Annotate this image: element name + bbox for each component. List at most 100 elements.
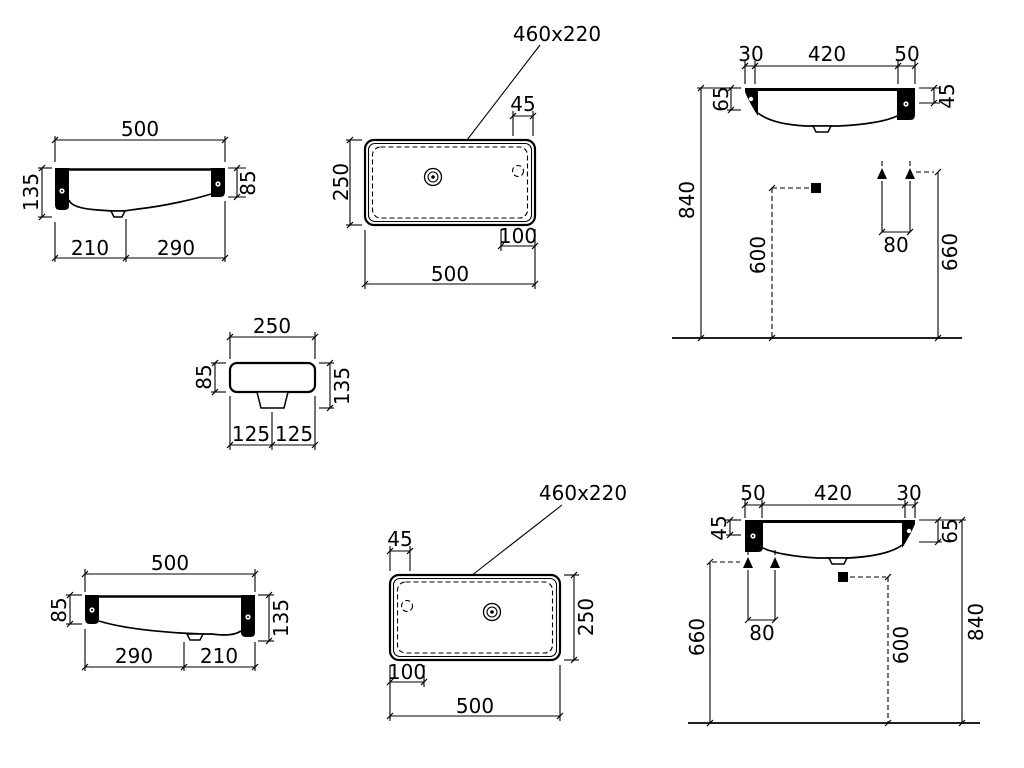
dim-top-segments: 30 420 50 — [738, 42, 920, 84]
dim-left-height: 135 — [19, 164, 52, 221]
dim-label: 500 — [456, 694, 494, 718]
plan-view-top: 460x220 45 250 100 — [329, 22, 601, 289]
dim-label: 135 — [19, 173, 43, 211]
dim-mounting-height: 840 — [919, 516, 988, 727]
dim-label: 45 — [387, 527, 412, 551]
dim-label: 100 — [499, 224, 537, 248]
dim-label: 250 — [329, 163, 353, 201]
dim-label: 100 — [388, 660, 426, 684]
dim-right-height: 85 — [228, 164, 260, 201]
mounting-hole-icon — [906, 528, 912, 534]
dim-label: 500 — [151, 551, 189, 575]
dim-label: 840 — [964, 603, 988, 641]
dim-label: 290 — [157, 236, 195, 260]
dim-tap-offset: 100 — [386, 660, 428, 721]
dim-top-segments: 50 420 30 — [740, 481, 922, 518]
dim-label: 65 — [709, 86, 733, 111]
dim-label: 80 — [749, 621, 774, 645]
water-supply-icon — [743, 557, 753, 568]
dim-label: 85 — [192, 364, 216, 389]
drain-trap — [811, 125, 833, 133]
dim-label: 500 — [121, 117, 159, 141]
basin-front-outline — [85, 595, 255, 641]
front-elevation-top: 500 135 85 210 290 — [19, 117, 260, 262]
dim-overall-width: 500 — [361, 230, 539, 289]
drain-symbol — [482, 602, 502, 622]
dim-depth: 250 — [329, 136, 362, 229]
drain-trap — [109, 210, 127, 218]
dim-overall-width: 500 — [51, 117, 229, 162]
dim-supply-height: 660 — [916, 168, 962, 342]
dim-label: 290 — [115, 644, 153, 668]
dim-label: 85 — [47, 597, 71, 622]
leader-line — [466, 44, 541, 141]
bowl-hidden-edge — [371, 146, 529, 219]
tap-hole-symbol — [511, 164, 525, 178]
basin-rim-outline — [388, 573, 562, 662]
bowl-callout: 460x220 — [466, 22, 601, 141]
dim-front-rim-height: 65 — [709, 84, 741, 114]
tap-hole-symbol — [400, 599, 414, 613]
dim-label: 600 — [889, 626, 913, 664]
dim-label: 420 — [808, 42, 846, 66]
waste-outlet: 600 — [746, 183, 821, 342]
dim-label: 135 — [269, 599, 293, 637]
dim-label: 45 — [707, 515, 731, 540]
drain-trap — [827, 557, 849, 565]
waste-outlet-icon — [811, 183, 821, 193]
dim-halves: 125 125 — [226, 396, 319, 450]
dim-mounting-height: 840 — [675, 84, 741, 342]
dim-body-height: 85 — [192, 359, 226, 396]
drain-trap — [185, 633, 205, 641]
dim-bottom-segments: 290 210 — [81, 629, 259, 671]
dim-label: 250 — [574, 598, 598, 636]
dim-label: 660 — [685, 618, 709, 656]
underside-contour — [98, 620, 242, 636]
dim-label: 45 — [510, 92, 535, 116]
dim-tap-offset: 100 — [497, 224, 539, 289]
water-supply-icon — [905, 168, 915, 179]
waste-outlet: 600 — [838, 572, 913, 727]
dim-label: 600 — [746, 236, 770, 274]
water-supply-icon — [877, 168, 887, 179]
dim-depth: 250 — [564, 571, 598, 664]
drain-trap — [256, 391, 289, 409]
water-supplies: 80 — [743, 547, 780, 645]
bowl-size-label: 460x220 — [513, 22, 601, 46]
dim-label: 80 — [883, 233, 908, 257]
front-rim-section — [902, 520, 915, 548]
installation-elevation-top: 30 420 50 65 45 84 — [672, 42, 962, 342]
dim-label: 840 — [675, 181, 699, 219]
dim-label: 85 — [236, 170, 260, 195]
dim-label: 210 — [200, 644, 238, 668]
dim-back-rim-height: 45 — [707, 515, 741, 541]
installation-elevation-bottom: 50 420 30 45 65 84 — [685, 481, 988, 727]
basin-front-outline — [55, 168, 225, 218]
basin-side-section — [745, 520, 915, 565]
dim-front-rim-height: 65 — [919, 516, 962, 546]
dim-label: 125 — [232, 422, 270, 446]
dim-label: 65 — [938, 518, 962, 543]
plan-view-bottom: 460x220 45 250 100 — [386, 481, 627, 721]
dim-tap-edge: 45 — [509, 92, 537, 136]
dim-label: 125 — [275, 422, 313, 446]
dim-label: 250 — [253, 314, 291, 338]
dim-tap-edge: 45 — [386, 527, 414, 571]
dim-label: 660 — [938, 233, 962, 271]
bowl-callout: 460x220 — [470, 481, 627, 577]
underside-contour — [68, 193, 212, 212]
underside-contour — [757, 112, 898, 127]
basin-rim-outline — [363, 138, 537, 227]
side-profile-view: 250 85 135 125 125 — [192, 314, 354, 450]
dim-back-rim-height: 45 — [919, 83, 959, 109]
dim-label: 30 — [896, 481, 921, 505]
basin-inner-rim — [392, 577, 558, 658]
dim-left-height: 85 — [47, 591, 82, 628]
front-elevation-bottom: 500 85 135 290 210 — [47, 551, 293, 671]
drain-symbol — [423, 167, 443, 187]
dim-label: 500 — [431, 262, 469, 286]
dim-depth: 250 — [226, 314, 319, 359]
bowl-hidden-edge — [396, 581, 554, 654]
